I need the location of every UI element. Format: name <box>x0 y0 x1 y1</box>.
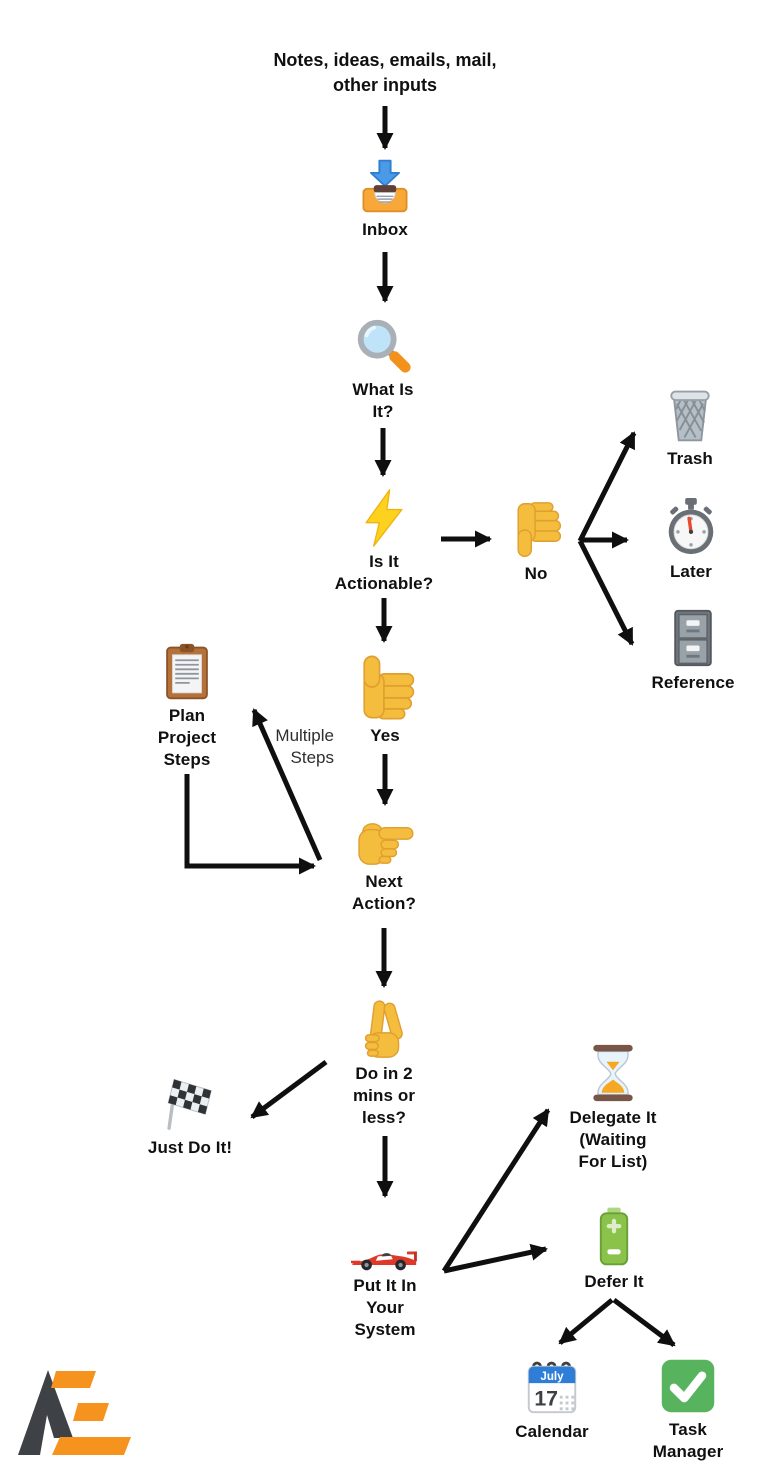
node-two-minutes: Do in 2 mins or less? <box>322 998 446 1129</box>
check-mark-icon <box>661 1359 715 1413</box>
edge-label-multiple-steps: Multiple Steps <box>275 726 334 767</box>
node-reference: Reference <box>623 607 763 694</box>
node-no: No <box>476 500 596 585</box>
node-label: Later <box>669 562 713 581</box>
node-label: Just Do It! <box>147 1138 233 1157</box>
brand-logo <box>18 1370 131 1455</box>
node-label: Put It In Your System <box>353 1276 417 1339</box>
node-task-manager: Task Manager <box>626 1356 750 1463</box>
node-label: Next Action? <box>352 872 416 913</box>
calendar-day-text: 17 <box>534 1386 558 1410</box>
racing-car-icon <box>351 1251 417 1271</box>
wastebasket-icon <box>670 390 710 442</box>
arrow-nextaction-to-plan <box>251 708 323 862</box>
node-is-it-actionable: Is It Actionable? <box>314 488 454 595</box>
arrow-system-to-delegate <box>441 1108 551 1273</box>
node-label: Plan Project Steps <box>157 706 217 769</box>
node-trash: Trash <box>630 385 750 470</box>
arrow-plan-to-nextaction <box>184 774 316 875</box>
node-next-action: Next Action? <box>322 820 446 915</box>
inputs-caption: Notes, ideas, emails, mail, other inputs <box>273 50 497 95</box>
inbox-tray-icon <box>362 159 408 213</box>
node-calendar: July 17 Calendar <box>490 1356 614 1443</box>
node-put-it-in-system: Put It In Your System <box>325 1248 445 1341</box>
lightning-icon <box>365 489 403 547</box>
file-cabinet-icon <box>674 609 712 667</box>
node-label: Do in 2 mins or less? <box>352 1064 416 1127</box>
node-label: No <box>524 564 548 583</box>
arrow-system-to-defer <box>443 1243 548 1274</box>
node-label: Reference <box>651 673 735 692</box>
node-delegate-it: Delegate It (Waiting For List) <box>548 1042 678 1173</box>
node-label: Defer It <box>584 1272 644 1291</box>
node-what-is-it: What Is It? <box>323 314 443 423</box>
arrow-defer-to-taskmanager <box>612 1298 676 1347</box>
node-yes: Yes <box>325 652 445 747</box>
node-inbox: Inbox <box>325 156 445 241</box>
node-just-do-it: Just Do It! <box>129 1074 251 1159</box>
clipboard-icon <box>166 643 208 700</box>
calendar-month-text: July <box>540 1370 564 1383</box>
victory-hand-icon <box>364 1000 403 1058</box>
node-label: Task Manager <box>652 1420 724 1461</box>
arrow-defer-to-calendar <box>558 1298 614 1345</box>
thumbs-up-icon <box>363 655 415 720</box>
arrow-2mins-to-justdoit <box>250 1059 328 1120</box>
hourglass-icon <box>593 1044 633 1102</box>
arrow-no-to-reference <box>577 539 635 646</box>
thumbs-down-icon <box>517 502 562 557</box>
node-label: Trash <box>667 449 713 468</box>
node-defer-it: Defer It <box>554 1204 674 1293</box>
stopwatch-icon <box>668 497 714 555</box>
node-label: What Is It? <box>352 380 414 421</box>
node-label: Inbox <box>362 220 408 239</box>
pointing-right-icon <box>358 823 414 865</box>
checkered-flag-icon <box>167 1078 212 1130</box>
node-label: Calendar <box>515 1422 589 1441</box>
arrow-no-to-trash <box>577 431 637 543</box>
node-label: Yes <box>370 726 400 745</box>
node-later: Later <box>631 496 751 583</box>
battery-icon <box>599 1207 629 1266</box>
node-label: Delegate It (Waiting For List) <box>569 1108 657 1171</box>
node-plan-project-steps: Plan Project Steps <box>127 642 247 771</box>
calendar-icon: July 17 <box>527 1361 577 1414</box>
node-label: Is It Actionable? <box>334 552 434 593</box>
magnifying-glass-icon <box>357 319 411 373</box>
